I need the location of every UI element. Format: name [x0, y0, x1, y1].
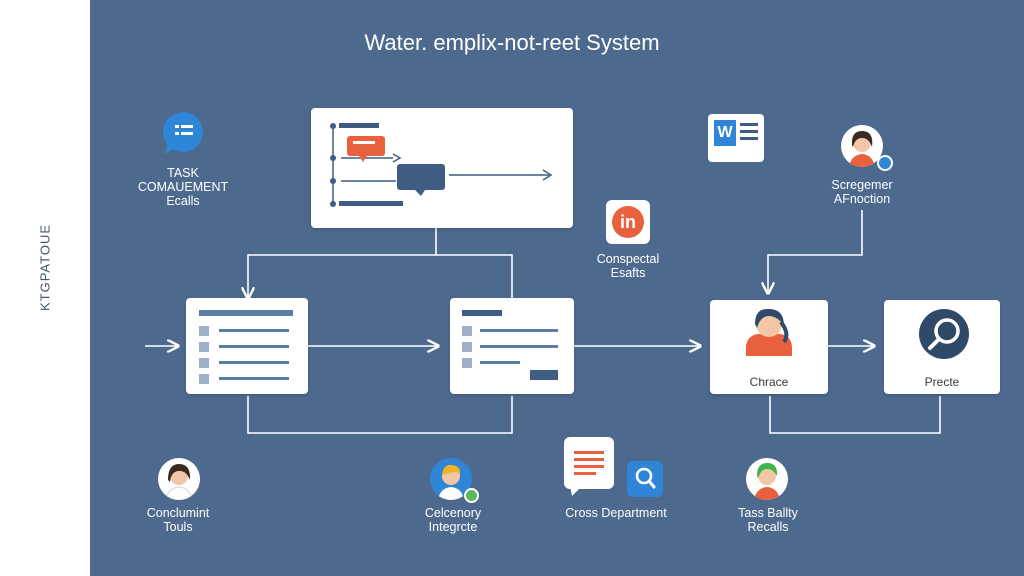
search-bubble-icon [627, 461, 663, 497]
list-bullet [199, 342, 209, 352]
list-line [480, 329, 558, 332]
connector-top-to-split [248, 228, 437, 298]
precte-card[interactable]: Precte [884, 300, 1000, 394]
chrace-card[interactable]: Chrace [710, 300, 828, 394]
list-line [480, 361, 520, 364]
middle-list-card[interactable] [450, 298, 574, 394]
list-bullet [199, 326, 209, 336]
person-icon [746, 308, 792, 356]
list-line [219, 329, 289, 332]
cross-department-label: Cross Department [565, 506, 667, 520]
avatar-badge-icon [877, 155, 893, 171]
person-avatar-icon [158, 458, 200, 500]
avatar-badge-icon [464, 488, 479, 503]
list-bullet [199, 374, 209, 384]
top-card-flow-graphic [330, 123, 553, 207]
list-action-box [530, 370, 558, 380]
conspectal-label: Conspectal Esafts [596, 252, 660, 280]
word-doc-icon: W [708, 114, 764, 162]
person-avatar-icon [746, 458, 788, 500]
linkedin-icon: in [606, 200, 650, 244]
list-header-bar [462, 310, 502, 316]
list-line [219, 361, 289, 364]
sidebar: KTGPATOUE [0, 0, 90, 576]
left-list-card[interactable] [186, 298, 308, 394]
person-avatar-icon [430, 458, 472, 500]
top-process-card[interactable] [311, 108, 573, 228]
connector-top-right-branch [436, 254, 513, 298]
list-line [219, 377, 289, 380]
connector-bottom-right-loop [769, 396, 941, 434]
chat-bubble-icon [163, 112, 203, 154]
chrace-label: Chrace [749, 375, 789, 389]
list-header-bar [199, 310, 293, 316]
woman-avatar-icon [841, 125, 883, 167]
search-icon [919, 309, 969, 359]
bubble-tail [570, 486, 582, 496]
list-line [219, 345, 289, 348]
diagram-title: Water. emplix-not-reet System [364, 30, 660, 55]
conclumint-label: Conclumint Touls [146, 506, 210, 534]
precte-label: Precte [924, 375, 960, 389]
list-bullet [462, 358, 472, 368]
list-line [480, 345, 558, 348]
list-bullet [462, 326, 472, 336]
document-bubble-icon [564, 437, 614, 489]
task-management-label: TASK COMAUEMENT Ecalls [137, 166, 229, 208]
celcenory-label: Celcenory Integrcte [424, 506, 482, 534]
connector-screegemer-to-chrace [768, 210, 863, 293]
list-bullet [199, 358, 209, 368]
list-bullet [462, 342, 472, 352]
connector-bottom-left-loop [247, 396, 513, 434]
tass-ballty-label: Tass Ballty Recalls [738, 506, 798, 534]
screegemer-label: Scregemer AFnoction [831, 178, 893, 206]
